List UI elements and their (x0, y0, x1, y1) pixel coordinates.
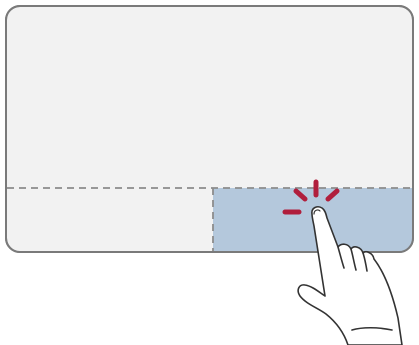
touchpad-diagram (0, 0, 419, 345)
touchpad-illustration (0, 0, 419, 345)
